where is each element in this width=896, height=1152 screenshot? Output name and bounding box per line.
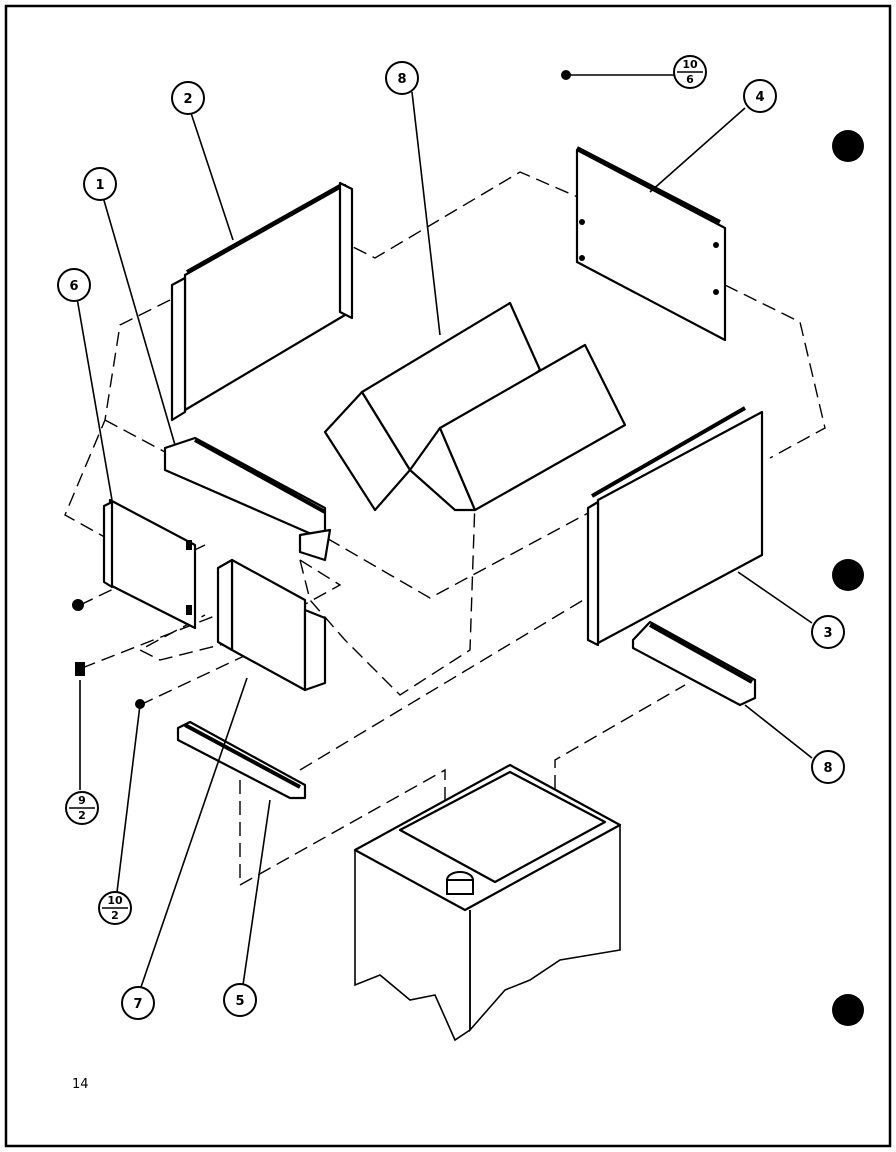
- callout-5: 5: [223, 983, 257, 1017]
- callout-8-bottom: 8: [811, 750, 845, 784]
- base-cabinet: [353, 763, 622, 1042]
- reference-10-2: 10 2: [98, 891, 132, 925]
- part-1-rail: [163, 436, 332, 562]
- svg-text:6: 6: [69, 279, 78, 294]
- part-2-panel: [170, 181, 354, 422]
- part-8-cover: [323, 301, 627, 512]
- svg-text:10: 10: [107, 894, 123, 907]
- part-5-rail-right: [631, 620, 757, 707]
- part-4-panel: [575, 146, 727, 342]
- reference-10-6: 10 6: [673, 55, 707, 89]
- binder-hole: [832, 130, 864, 162]
- callout-4: 4: [743, 79, 777, 113]
- callout-1: 1: [83, 167, 117, 201]
- page-border: [4, 4, 892, 1148]
- leader-lines: [76, 74, 813, 991]
- fasteners: [72, 70, 571, 709]
- callout-2: 2: [171, 81, 205, 115]
- svg-text:3: 3: [823, 626, 832, 641]
- svg-text:8: 8: [823, 761, 832, 776]
- svg-text:10: 10: [682, 58, 698, 71]
- svg-text:4: 4: [755, 90, 764, 105]
- svg-text:7: 7: [133, 997, 142, 1012]
- binder-hole: [832, 994, 864, 1026]
- svg-text:2: 2: [78, 809, 86, 822]
- callout-3: 3: [811, 615, 845, 649]
- callout-8-top: 8: [385, 61, 419, 95]
- svg-text:5: 5: [235, 994, 244, 1009]
- part-6-panel: [102, 498, 197, 630]
- svg-text:8: 8: [397, 72, 406, 87]
- callout-7: 7: [121, 986, 155, 1020]
- part-3-panel: [586, 406, 764, 647]
- binder-hole: [832, 559, 864, 591]
- page-number: 14: [72, 1077, 89, 1092]
- part-5-rail-left: [176, 720, 307, 800]
- svg-text:1: 1: [95, 178, 104, 193]
- svg-text:6: 6: [686, 73, 694, 86]
- part-7-panel: [216, 558, 327, 692]
- svg-text:2: 2: [183, 92, 192, 107]
- svg-text:9: 9: [78, 794, 86, 807]
- reference-9-2: 9 2: [65, 791, 99, 825]
- callout-6: 6: [57, 268, 91, 302]
- svg-text:2: 2: [111, 909, 119, 922]
